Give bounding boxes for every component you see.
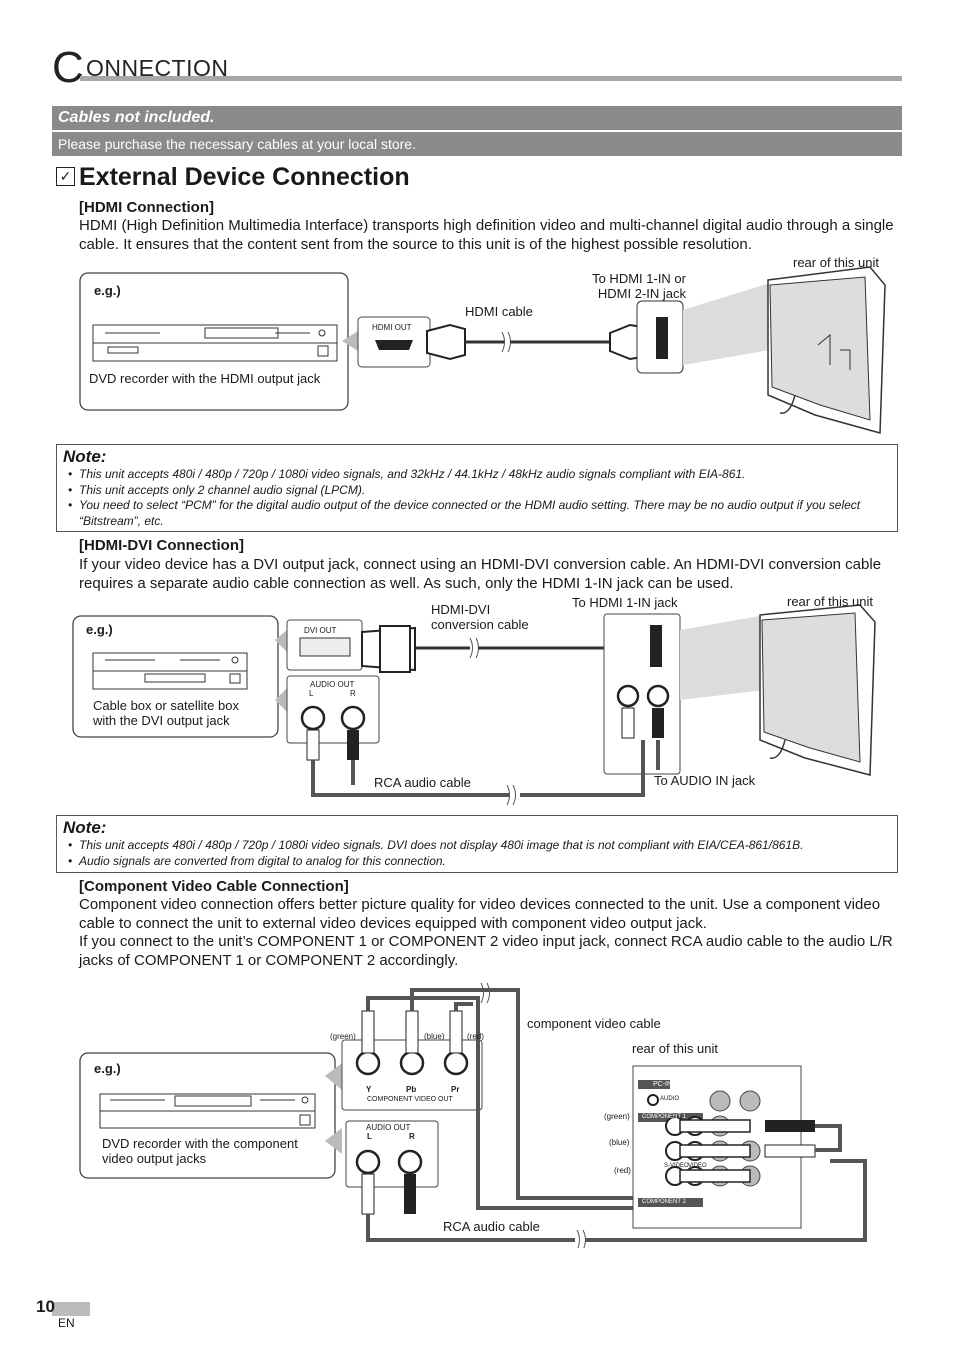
component-pr-label: Pr — [451, 1085, 460, 1094]
tv-red-label: (red) — [614, 1166, 631, 1175]
hdmi-text: HDMI (High Definition Multimedia Interfa… — [79, 217, 894, 253]
video-label: VIDEO — [688, 1163, 707, 1169]
dvi-eg: e.g.) — [86, 622, 113, 637]
component-eg: e.g.) — [94, 1061, 121, 1076]
note-title: Note: — [63, 818, 107, 837]
component-cable-label: component video cable — [527, 1016, 661, 1031]
page-number: 10 — [36, 1297, 55, 1316]
note-item: Audio signals are converted from digital… — [68, 854, 891, 870]
component-text2: If you connect to the unit’s COMPONENT 1… — [79, 933, 893, 969]
dvi-out-label: DVI OUT — [304, 626, 337, 635]
note-item: This unit accepts 480i / 480p / 720p / 1… — [68, 838, 891, 854]
dvi-rca-label: RCA audio cable — [374, 775, 471, 790]
dvi-diagram — [72, 604, 876, 806]
header-rule — [80, 76, 902, 81]
component-rca-label: RCA audio cable — [443, 1219, 540, 1234]
page-number-bar — [52, 1302, 90, 1316]
note-item: This unit accepts 480i / 480p / 720p / 1… — [68, 467, 891, 483]
dvi-device: Cable box or satellite box with the DVI … — [93, 698, 239, 728]
note-item: You need to select “PCM” for the digital… — [68, 498, 891, 529]
component-heading: [Component Video Cable Connection] — [79, 878, 349, 895]
component-out-label: COMPONENT VIDEO OUT — [367, 1096, 453, 1103]
hdmi-cable-label: HDMI cable — [465, 304, 533, 319]
hdmi-note: Note: This unit accepts 480i / 480p / 72… — [56, 444, 898, 532]
dvi-r-label: R — [350, 689, 356, 698]
pc-audio-label: AUDIO — [660, 1096, 680, 1102]
component-green-label: (green) — [330, 1032, 356, 1041]
hdmi-heading: [HDMI Connection] — [79, 199, 214, 216]
dvi-rear-label: rear of this unit — [787, 594, 873, 609]
dvi-note: Note: This unit accepts 480i / 480p / 72… — [56, 815, 898, 873]
component-red-label: (red) — [467, 1032, 484, 1041]
dvi-l-label: L — [309, 689, 314, 698]
dvi-heading: [HDMI-DVI Connection] — [79, 537, 244, 554]
tv-blue-label: (blue) — [609, 1138, 630, 1147]
dvi-to-audio-label: To AUDIO IN jack — [654, 773, 756, 788]
header-initial: C — [52, 43, 84, 92]
page-language: EN — [58, 1316, 75, 1330]
component-l-label: L — [367, 1132, 372, 1141]
component-r-label: R — [409, 1132, 415, 1141]
hdmi-out-label: HDMI OUT — [372, 323, 412, 332]
tv-green-label: (green) — [604, 1112, 630, 1121]
cables-bar-subtitle: Please purchase the necessary cables at … — [52, 132, 902, 156]
component-rear-label: rear of this unit — [632, 1041, 718, 1056]
dvi-to-hdmi-label: To HDMI 1-IN jack — [572, 595, 678, 610]
component1-label: COMPONENT 1 — [642, 1114, 686, 1120]
hdmi-eg: e.g.) — [94, 283, 121, 298]
section-title: External Device Connection — [79, 163, 410, 191]
component2-label: COMPONENT 2 — [642, 1199, 686, 1205]
note-item: This unit accepts only 2 channel audio s… — [68, 483, 891, 499]
dvi-text: If your video device has a DVI output ja… — [79, 556, 882, 592]
pc-in-label: PC-IN — [653, 1081, 673, 1088]
component-audio-out-label: AUDIO OUT — [366, 1123, 411, 1132]
hdmi-device: DVD recorder with the HDMI output jack — [89, 371, 321, 386]
svideo-label: S-VIDEO — [664, 1163, 689, 1169]
hdmi-to-label: To HDMI 1-IN or HDMI 2-IN jack — [592, 271, 686, 301]
dvi-cable-label: HDMI-DVI conversion cable — [431, 602, 529, 632]
cables-bar-title: Cables not included. — [52, 106, 902, 130]
component-diagram — [79, 982, 867, 1248]
component-text1: Component video connection offers better… — [79, 896, 881, 932]
checkbox-icon: ✓ — [56, 167, 75, 186]
component-pb-label: Pb — [406, 1085, 417, 1094]
component-y-label: Y — [366, 1085, 372, 1094]
note-title: Note: — [63, 447, 107, 466]
dvi-audio-out-label: AUDIO OUT — [310, 680, 355, 689]
hdmi-diagram — [79, 266, 886, 434]
component-device: DVD recorder with the component video ou… — [102, 1136, 298, 1166]
component-blue-label: (blue) — [424, 1032, 445, 1041]
hdmi-rear-label: rear of this unit — [793, 255, 879, 270]
